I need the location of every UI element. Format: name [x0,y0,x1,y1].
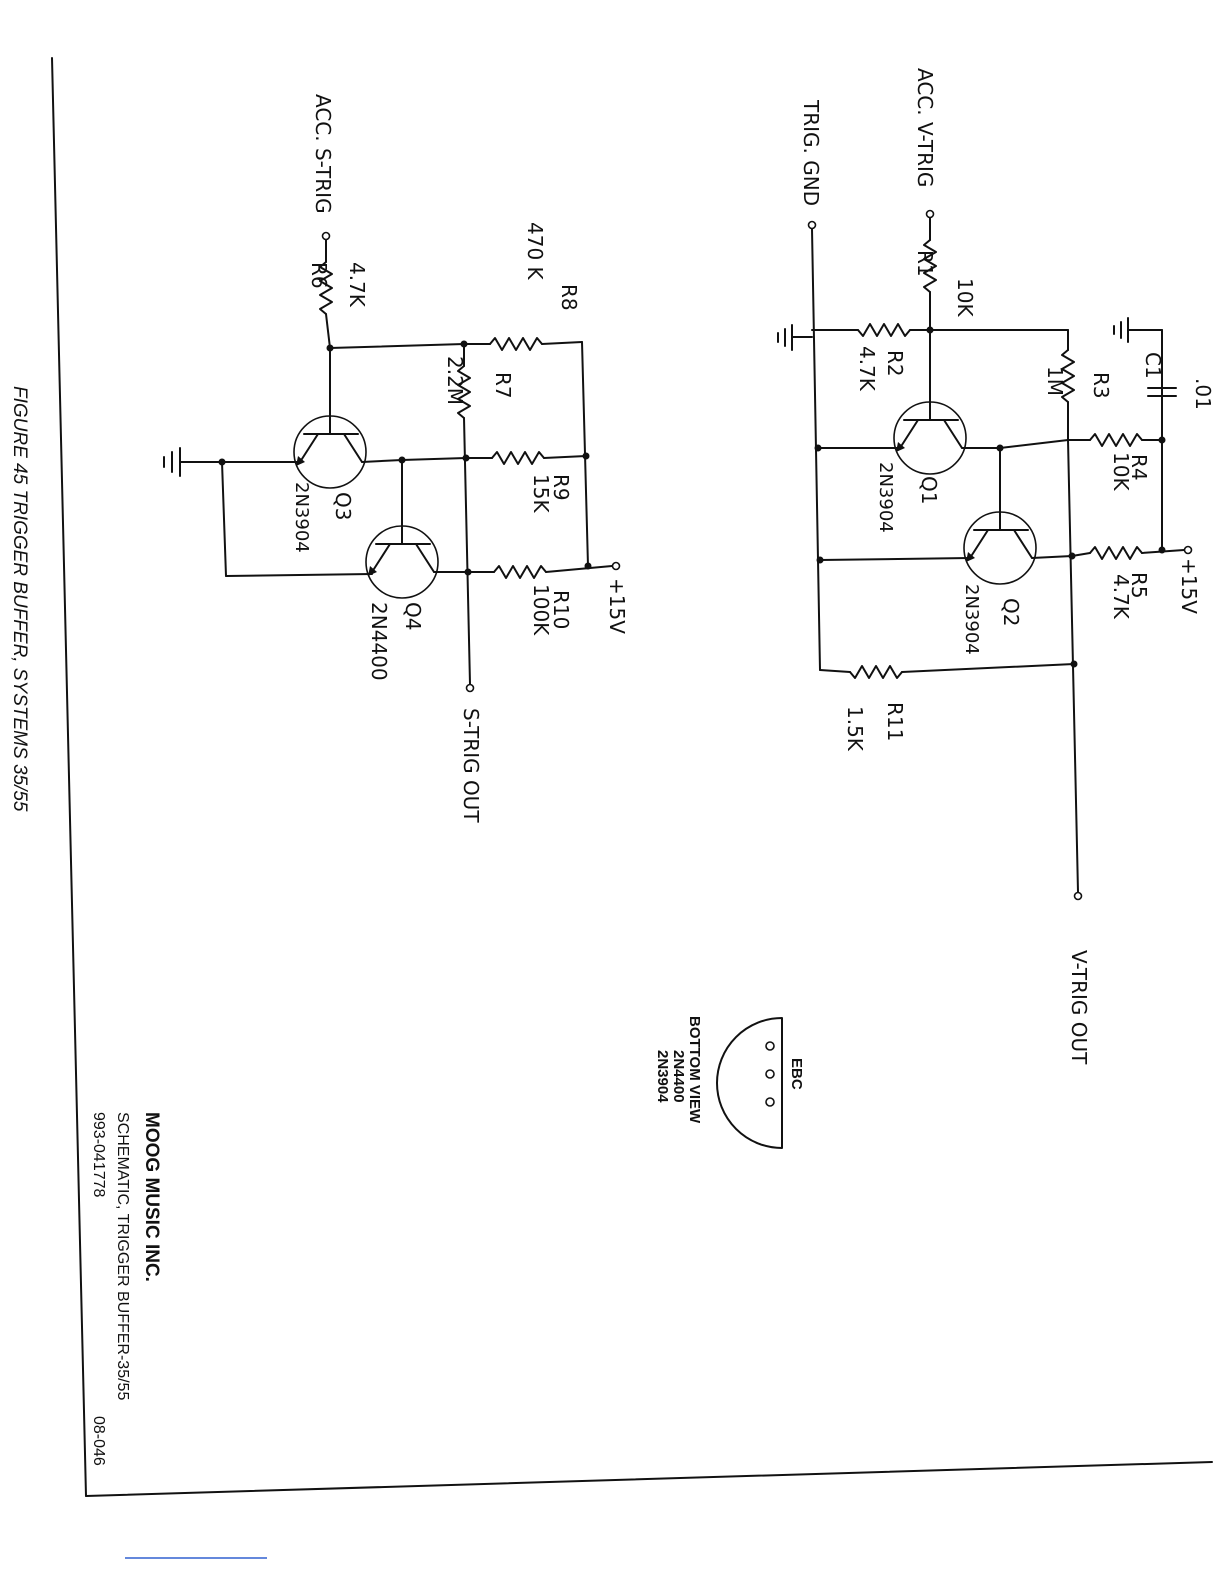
r4-value: 10K [1109,452,1133,491]
r7-ref: R7 [491,372,515,399]
r6-resistor [319,261,333,315]
trig-gnd-terminal[interactable] [807,220,817,230]
company-name: MOOG MUSIC INC. [141,1112,162,1282]
vtrig-input-label: ACC. V-TRIG [913,68,937,187]
q1-ref: Q1 [917,476,941,504]
r1-ref: R1 [913,250,937,277]
q3-part: 2N3904 [291,482,312,553]
r9-value: 15K [529,474,553,513]
vtrig-input-terminal[interactable] [925,209,935,219]
r8-ref: R8 [557,284,581,311]
r11-value: 1.5K [843,706,867,752]
vtrig-output-terminal[interactable] [1073,891,1083,901]
r7-value: 2.2M [443,356,467,405]
r6-ref: R6 [307,262,331,289]
r11-ref: R11 [883,702,907,741]
figure-caption: FIGURE 45 TRIGGER BUFFER, SYSTEMS 35/55 [9,386,30,812]
vtrig-labels: ACC. V-TRIG TRIG. GND 10K R1 R2 4.7K R3 … [799,68,1215,1065]
r5-value: 4.7K [1109,574,1133,620]
r10-resistor [493,565,547,579]
drawing-title: SCHEMATIC, TRIGGER BUFFER-35/55 [114,1112,131,1400]
r3-ref: R3 [1089,372,1113,399]
r10-value: 100K [529,584,553,636]
page-border [51,57,1213,1497]
r8-value: 470 K [523,222,547,281]
vtrig-supply-label: +15V [1177,558,1201,614]
r2-ref: R2 [883,350,907,377]
r9-resistor [491,451,545,465]
r5-resistor [1089,546,1143,560]
pinout-caption: BOTTOM VIEW [686,1016,703,1124]
strig-supply-terminal[interactable] [611,561,621,571]
pinout-outline [716,1017,783,1149]
r10-ref: R10 [549,590,573,629]
q2-part: 2N3904 [961,584,982,655]
pinout-part-2: 2N3904 [654,1050,671,1103]
strig-input-label: ACC. S-TRIG [311,94,335,214]
title-block: MOOG MUSIC INC. SCHEMATIC, TRIGGER BUFFE… [90,1112,162,1466]
q4-part: 2N4400 [367,602,391,681]
r1-value: 10K [953,278,977,317]
r4-ref: R4 [1127,454,1151,481]
strig-input-terminal[interactable] [321,231,331,241]
r2-value: 4.7K [855,346,879,392]
vtrig-circuit [777,209,1193,901]
strig-labels: ACC. S-TRIG 4.7K R6 470 K R8 R7 2.2M R9 … [291,94,629,823]
r7-resistor [457,365,471,419]
trig-gnd-label: TRIG. GND [799,99,823,206]
c1-ref: C1 [1141,352,1165,379]
q4-ref: Q4 [401,602,425,630]
r3-value: 1M [1043,366,1067,396]
strig-output-label: S-TRIG OUT [459,708,483,823]
r1-resistor [923,239,937,293]
vtrig-output-label: V-TRIG OUT [1067,950,1091,1065]
q2-ref: Q2 [999,598,1023,626]
vtrig-supply-terminal[interactable] [1183,545,1193,555]
strig-circuit [163,231,621,693]
q1-part: 2N3904 [875,462,896,533]
r8-resistor [489,337,543,351]
r11-resistor [849,665,903,679]
sheet-number: 08-046 [90,1416,107,1466]
r6-value: 4.7K [345,262,369,308]
drawing-number: 993-041778 [90,1112,107,1198]
r5-ref: R5 [1127,572,1151,599]
transistor-pinout: EBC BOTTOM VIEW 2N4400 2N3904 [654,1016,805,1149]
strig-supply-label: +15V [605,578,629,634]
r3-resistor [1061,349,1075,403]
pinout-part-1: 2N4400 [670,1050,687,1103]
q3-ref: Q3 [331,492,355,520]
strig-output-terminal[interactable] [465,683,475,693]
r4-resistor [1089,433,1143,447]
pinout-pins-label: EBC [788,1058,805,1090]
r2-resistor [857,323,911,337]
r9-ref: R9 [549,474,573,501]
c1-value: .01 [1191,378,1215,410]
